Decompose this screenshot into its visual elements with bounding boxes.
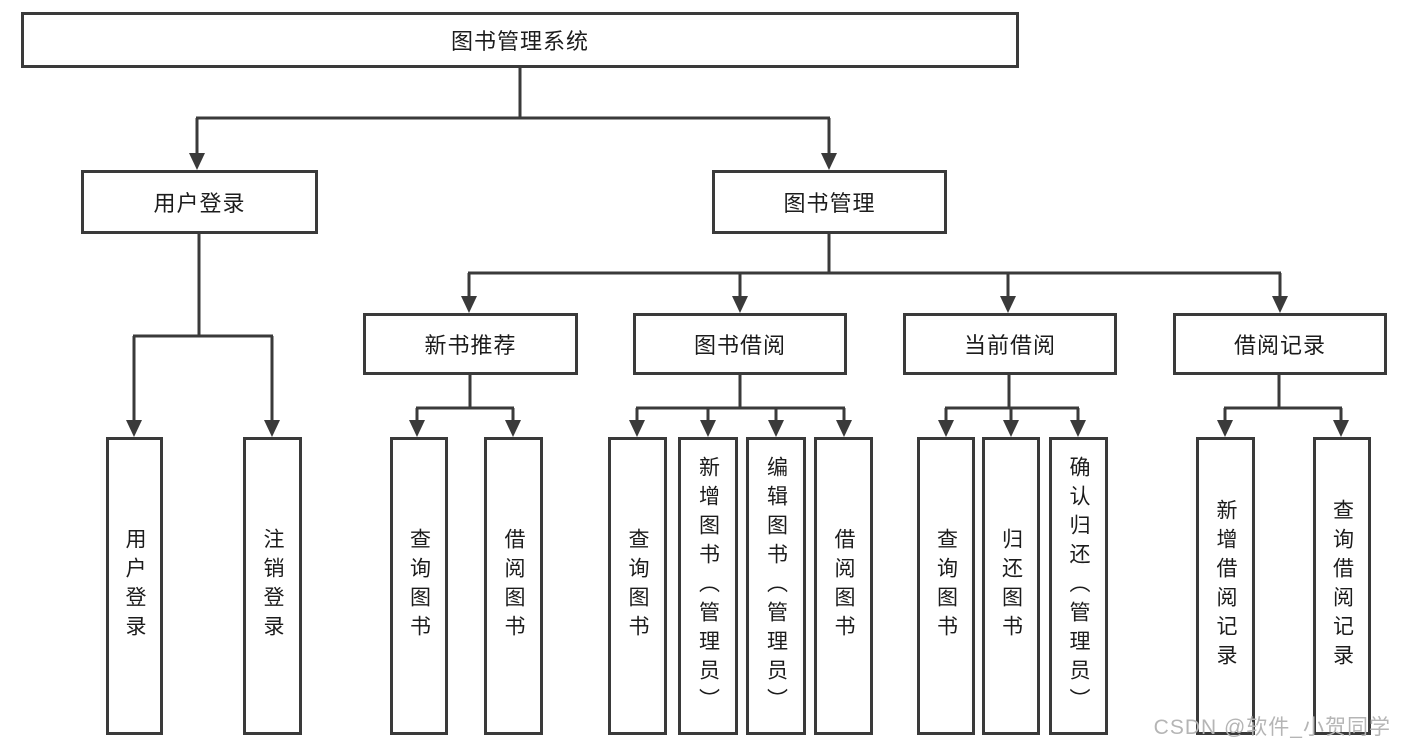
arrowhead-down-icon xyxy=(700,420,716,437)
leaf-borrow-edit-book-admin: 编辑图书（管理员） xyxy=(746,437,806,735)
leaf-logout-label: 注销登录 xyxy=(261,528,284,644)
leaf-user-login: 用户登录 xyxy=(106,437,163,735)
arrowhead-down-icon xyxy=(1272,296,1288,313)
leaf-records-add-record: 新增借阅记录 xyxy=(1196,437,1255,735)
leaf-records-query-record: 查询借阅记录 xyxy=(1313,437,1371,735)
leaf-current-query-book-label: 查询图书 xyxy=(934,528,958,644)
leaf-borrow-add-book-admin-label: 新增图书（管理员） xyxy=(696,455,720,717)
node-borrow-records: 借阅记录 xyxy=(1173,313,1387,375)
arrowhead-down-icon xyxy=(1070,420,1086,437)
arrowhead-down-icon xyxy=(629,420,645,437)
leaf-newbook-borrow-book-label: 借阅图书 xyxy=(502,528,525,644)
arrowhead-down-icon xyxy=(1333,420,1349,437)
node-current-borrow: 当前借阅 xyxy=(903,313,1117,375)
node-book-mgmt-branch: 图书管理 xyxy=(712,170,947,234)
leaf-newbook-query-book: 查询图书 xyxy=(390,437,448,735)
leaf-borrow-edit-book-admin-label: 编辑图书（管理员） xyxy=(764,455,788,717)
leaf-user-login-label: 用户登录 xyxy=(123,528,146,644)
arrowhead-down-icon xyxy=(1217,420,1233,437)
node-new-book-recommend: 新书推荐 xyxy=(363,313,578,375)
leaf-current-confirm-return-admin-label: 确认归还（管理员） xyxy=(1067,455,1090,717)
arrowhead-down-icon xyxy=(768,420,784,437)
leaf-borrow-query-book-label: 查询图书 xyxy=(626,528,649,644)
arrowhead-down-icon xyxy=(938,420,954,437)
leaf-newbook-borrow-book: 借阅图书 xyxy=(484,437,543,735)
arrowhead-down-icon xyxy=(836,420,852,437)
leaf-current-confirm-return-admin: 确认归还（管理员） xyxy=(1049,437,1108,735)
leaf-logout: 注销登录 xyxy=(243,437,302,735)
arrowhead-down-icon xyxy=(505,420,521,437)
leaf-records-query-record-label: 查询借阅记录 xyxy=(1330,499,1354,673)
arrowhead-down-icon xyxy=(461,296,477,313)
leaf-current-return-book-label: 归还图书 xyxy=(999,528,1023,644)
arrowhead-down-icon xyxy=(126,420,142,437)
arrowhead-down-icon xyxy=(409,420,425,437)
leaf-borrow-borrow-book-label: 借阅图书 xyxy=(832,528,855,644)
arrowhead-down-icon xyxy=(821,153,837,170)
leaf-borrow-borrow-book: 借阅图书 xyxy=(814,437,873,735)
node-root: 图书管理系统 xyxy=(21,12,1019,68)
node-user-login-branch: 用户登录 xyxy=(81,170,318,234)
leaf-borrow-query-book: 查询图书 xyxy=(608,437,667,735)
leaf-current-query-book: 查询图书 xyxy=(917,437,975,735)
arrowhead-down-icon xyxy=(732,296,748,313)
node-book-borrow: 图书借阅 xyxy=(633,313,847,375)
arrowhead-down-icon xyxy=(189,153,205,170)
watermark: CSDN @软件_小贺同学 xyxy=(1153,716,1391,739)
arrowhead-down-icon xyxy=(1000,296,1016,313)
leaf-current-return-book: 归还图书 xyxy=(982,437,1040,735)
arrowhead-down-icon xyxy=(264,420,280,437)
leaf-records-add-record-label: 新增借阅记录 xyxy=(1214,499,1237,673)
leaf-borrow-add-book-admin: 新增图书（管理员） xyxy=(678,437,738,735)
leaf-newbook-query-book-label: 查询图书 xyxy=(407,528,431,644)
arrowhead-down-icon xyxy=(1003,420,1019,437)
